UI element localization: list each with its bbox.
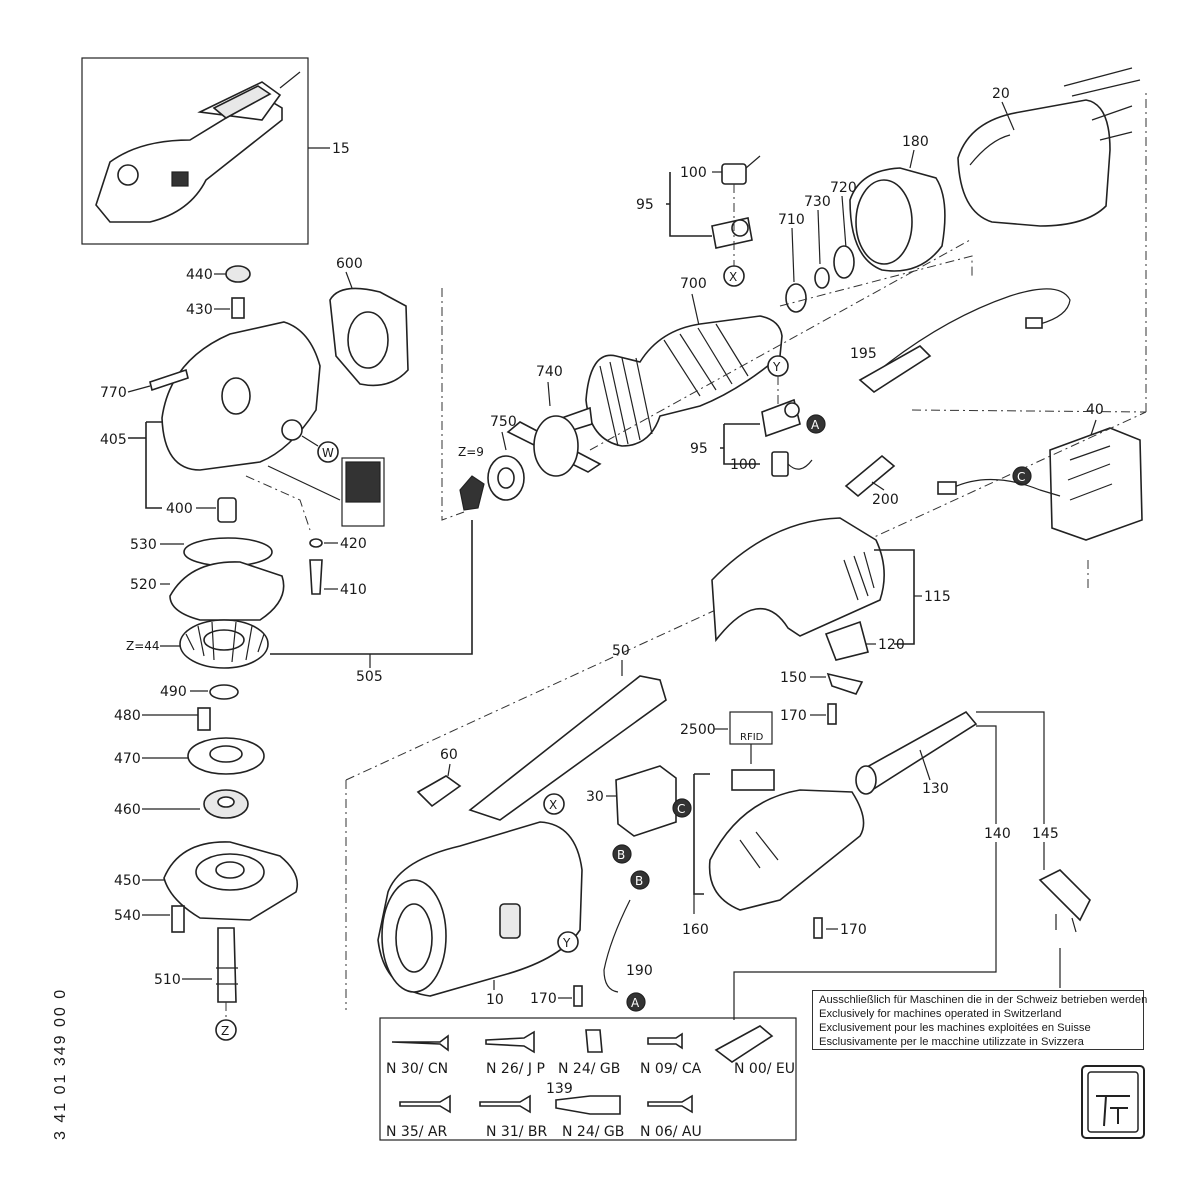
note-line-en: Exclusively for machines operated in Swi… — [819, 1008, 1062, 1020]
gearhead-assembly: 440 430 600 770 405 W 400 420 410 — [100, 256, 473, 1041]
plug-variant-n24-gb-2: N 24/ GB — [562, 1124, 624, 1140]
part-label-139: 139 — [546, 1081, 573, 1097]
part-label-50: 50 — [612, 643, 630, 659]
plug-variant-n06-au: N 06/ AU — [640, 1124, 702, 1140]
part-label-600: 600 — [336, 256, 363, 272]
gear-label-pinion: Z=9 — [458, 445, 484, 459]
marker-x-lower: X — [549, 798, 557, 812]
part-label-130: 130 — [922, 781, 949, 797]
part-label-195: 195 — [850, 346, 877, 362]
plug-variant-n26-jp: N 26/ J P — [486, 1061, 545, 1077]
marker-x-lower-circle — [543, 793, 565, 815]
part-label-710: 710 — [778, 212, 805, 228]
marker-a-lower-circle — [626, 992, 646, 1012]
fein-logo — [1081, 1065, 1145, 1139]
part-label-140: 140 — [984, 826, 1011, 842]
part-label-770: 770 — [100, 385, 127, 401]
marker-z-circle — [215, 1019, 237, 1041]
marker-a-upper: A — [811, 418, 820, 432]
note-line-fr: Exclusivement pour les machines exploité… — [819, 1022, 1091, 1034]
marker-w: W — [322, 446, 334, 460]
part-label-95-upper: 95 — [636, 197, 654, 213]
part-label-120: 120 — [878, 637, 905, 653]
part-label-700: 700 — [680, 276, 707, 292]
plug-variant-n31-br: N 31/ BR — [486, 1124, 548, 1140]
motor-assembly: 20 180 720 730 710 100 95 X 700 — [458, 67, 1143, 541]
switzerland-note: Ausschließlich für Maschinen die in der … — [812, 990, 1148, 1050]
part-label-115: 115 — [924, 589, 951, 605]
part-label-540: 540 — [114, 908, 141, 924]
assembly-guides — [245, 90, 1147, 1010]
marker-b-lower: B — [617, 848, 625, 862]
part-label-170-bottom: 170 — [530, 991, 557, 1007]
part-label-530: 530 — [130, 537, 157, 553]
part-label-740: 740 — [536, 364, 563, 380]
part-label-400: 400 — [166, 501, 193, 517]
marker-b-mid: B — [635, 874, 643, 888]
marker-z: Z — [221, 1024, 229, 1038]
marker-b-lower-circle — [612, 844, 632, 864]
plug-variant-n35-ar: N 35/ AR — [386, 1124, 447, 1140]
part-label-720: 720 — [830, 180, 857, 196]
rfid-label: RFID — [740, 732, 764, 743]
part-label-470: 470 — [114, 751, 141, 767]
part-label-10: 10 — [486, 992, 504, 1008]
part-label-40: 40 — [1086, 402, 1104, 418]
part-label-30: 30 — [586, 789, 604, 805]
part-label-145: 145 — [1032, 826, 1059, 842]
marker-y-lower: Y — [562, 936, 571, 950]
part-label-170-handle: 170 — [840, 922, 867, 938]
marker-y-lower-circle — [557, 931, 579, 953]
part-label-60: 60 — [440, 747, 458, 763]
marker-x-upper: X — [729, 270, 737, 284]
note-line-it: Esclusivamente per le macchine utilizzat… — [819, 1036, 1084, 1048]
marker-c-upper-circle — [1012, 466, 1032, 486]
part-label-150: 150 — [780, 670, 807, 686]
part-label-190: 190 — [626, 963, 653, 979]
part-label-100-upper: 100 — [680, 165, 707, 181]
part-label-170-top: 170 — [780, 708, 807, 724]
part-label-480: 480 — [114, 708, 141, 724]
note-line-de: Ausschließlich für Maschinen die in der … — [819, 994, 1148, 1006]
part-label-440: 440 — [186, 267, 213, 283]
part-label-15: 15 — [332, 141, 350, 157]
part-label-180: 180 — [902, 134, 929, 150]
gear-label-crown: Z=44 — [126, 639, 160, 653]
part-label-430: 430 — [186, 302, 213, 318]
part-label-410: 410 — [340, 582, 367, 598]
part-label-750: 750 — [490, 414, 517, 430]
marker-c-upper: C — [1017, 470, 1025, 484]
part-label-2500: 2500 — [680, 722, 716, 738]
marker-a-lower: A — [631, 996, 640, 1010]
plug-variant-n30-cn: N 30/ CN — [386, 1061, 448, 1077]
part-label-520: 520 — [130, 577, 157, 593]
part-label-510: 510 — [154, 972, 181, 988]
marker-b-mid-circle — [630, 870, 650, 890]
marker-c-lower-circle — [672, 798, 692, 818]
marker-a-upper-circle — [806, 414, 826, 434]
part-label-420: 420 — [340, 536, 367, 552]
part-label-730: 730 — [804, 194, 831, 210]
part-label-490: 490 — [160, 684, 187, 700]
plug-variant-n09-ca: N 09/ CA — [640, 1061, 702, 1077]
plug-variant-n24-gb-1: N 24/ GB — [558, 1061, 620, 1077]
part-label-200: 200 — [872, 492, 899, 508]
part-label-460: 460 — [114, 802, 141, 818]
marker-c-lower: C — [677, 802, 685, 816]
document-number: 3 41 01 349 00 0 — [52, 987, 69, 1140]
overview-frame: 15 — [81, 57, 350, 245]
body-assembly: 115 120 150 170 50 2500 RFID 60 30 C B — [377, 517, 1091, 1020]
part-label-160: 160 — [682, 922, 709, 938]
part-label-405: 405 — [100, 432, 127, 448]
part-label-505: 505 — [356, 669, 383, 685]
plug-variants-box: N 30/ CN N 26/ J P N 24/ GB N 09/ CA N 0… — [379, 1017, 797, 1141]
marker-y-upper: Y — [772, 360, 781, 374]
part-label-100-lower: 100 — [730, 457, 757, 473]
part-label-20: 20 — [992, 86, 1010, 102]
part-label-95-lower: 95 — [690, 441, 708, 457]
marker-w-circle — [317, 441, 339, 463]
plug-variant-n00-eu: N 00/ EU — [734, 1061, 795, 1077]
part-label-450: 450 — [114, 873, 141, 889]
